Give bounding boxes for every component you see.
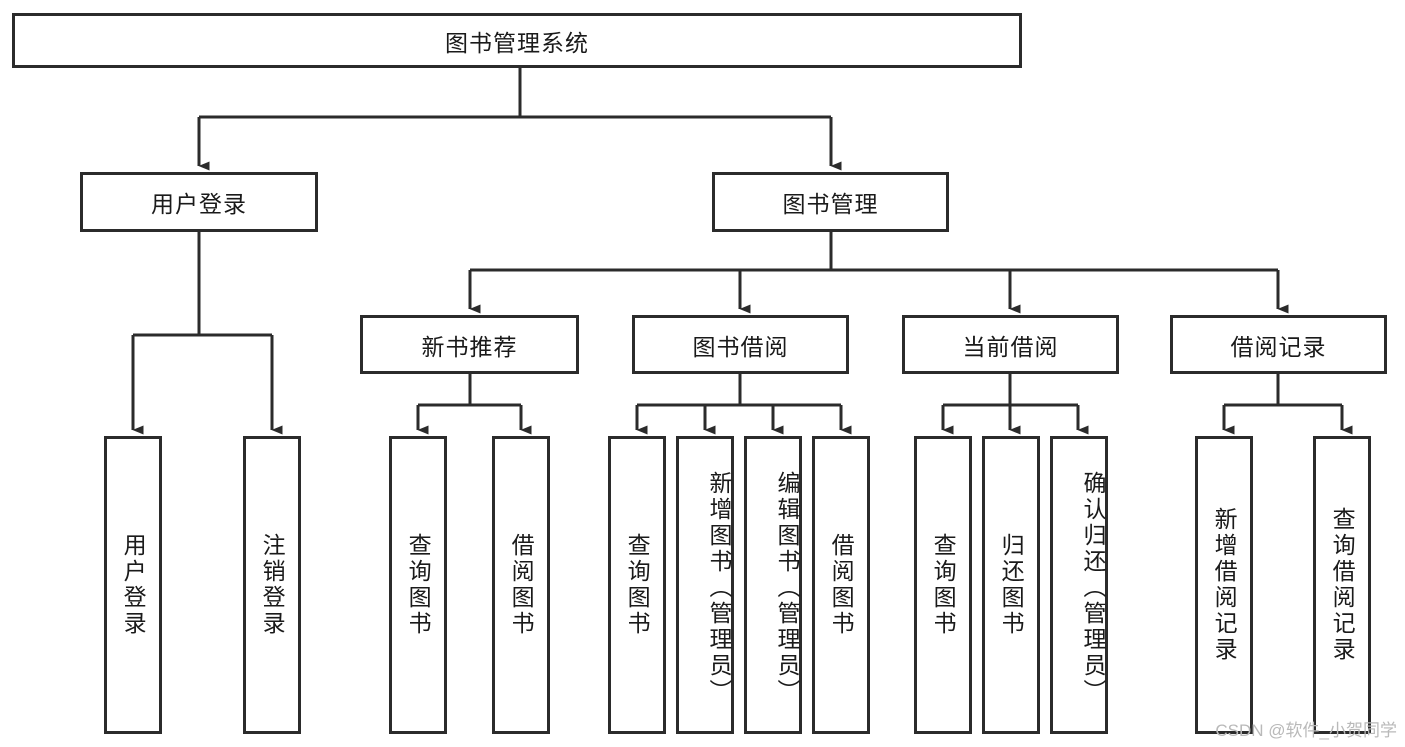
node-label: 归还图书 [998, 533, 1025, 637]
leaf-bb-query-book[interactable]: 查询图书 [608, 436, 666, 734]
leaf-user-login[interactable]: 用户登录 [104, 436, 162, 734]
leaf-logout[interactable]: 注销登录 [243, 436, 301, 734]
node-label: 新增借阅记录 [1211, 507, 1238, 663]
node-label: 新书推荐 [421, 333, 518, 360]
node-label: 用户登录 [151, 191, 247, 217]
node-book-borrow[interactable]: 图书借阅 [632, 315, 849, 374]
csdn-watermark: CSDN @软件_小贺同学 [1215, 721, 1397, 740]
node-label: 借阅图书 [828, 533, 855, 637]
leaf-nbr-query-book[interactable]: 查询图书 [389, 436, 447, 734]
node-label: 借阅记录 [1230, 333, 1327, 360]
node-label: 当前借阅 [962, 333, 1059, 360]
node-label: 编辑图书（管理员） [774, 471, 800, 705]
node-label: 确认归还（管理员） [1080, 471, 1106, 705]
leaf-cb-confirm-return-admin[interactable]: 确认归还（管理员） [1050, 436, 1108, 734]
leaf-bb-borrow-book[interactable]: 借阅图书 [812, 436, 870, 734]
leaf-bb-add-book-admin[interactable]: 新增图书（管理员） [676, 436, 734, 734]
leaf-bb-edit-book-admin[interactable]: 编辑图书（管理员） [744, 436, 802, 734]
leaf-nbr-borrow-book[interactable]: 借阅图书 [492, 436, 550, 734]
node-label: 注销登录 [259, 533, 286, 637]
node-label: 查询图书 [624, 533, 651, 637]
leaf-cb-query-book[interactable]: 查询图书 [914, 436, 972, 734]
leaf-cb-return-book[interactable]: 归还图书 [982, 436, 1040, 734]
node-label: 新增图书（管理员） [706, 471, 732, 705]
node-root-library-system[interactable]: 图书管理系统 [12, 13, 1022, 68]
node-new-book-recommend[interactable]: 新书推荐 [360, 315, 579, 374]
node-label: 借阅图书 [508, 533, 535, 637]
node-label: 用户登录 [120, 533, 147, 637]
node-borrow-record[interactable]: 借阅记录 [1170, 315, 1387, 374]
node-label: 图书管理系统 [445, 29, 589, 56]
leaf-br-add-record[interactable]: 新增借阅记录 [1195, 436, 1253, 734]
node-label: 图书管理 [782, 191, 879, 217]
node-label: 查询图书 [930, 533, 957, 637]
node-label: 查询图书 [405, 533, 432, 637]
node-label: 查询借阅记录 [1329, 507, 1356, 663]
node-user-login[interactable]: 用户登录 [80, 172, 318, 232]
leaf-br-query-record[interactable]: 查询借阅记录 [1313, 436, 1371, 734]
node-book-management[interactable]: 图书管理 [712, 172, 949, 232]
node-current-borrow[interactable]: 当前借阅 [902, 315, 1119, 374]
node-label: 图书借阅 [692, 333, 789, 360]
